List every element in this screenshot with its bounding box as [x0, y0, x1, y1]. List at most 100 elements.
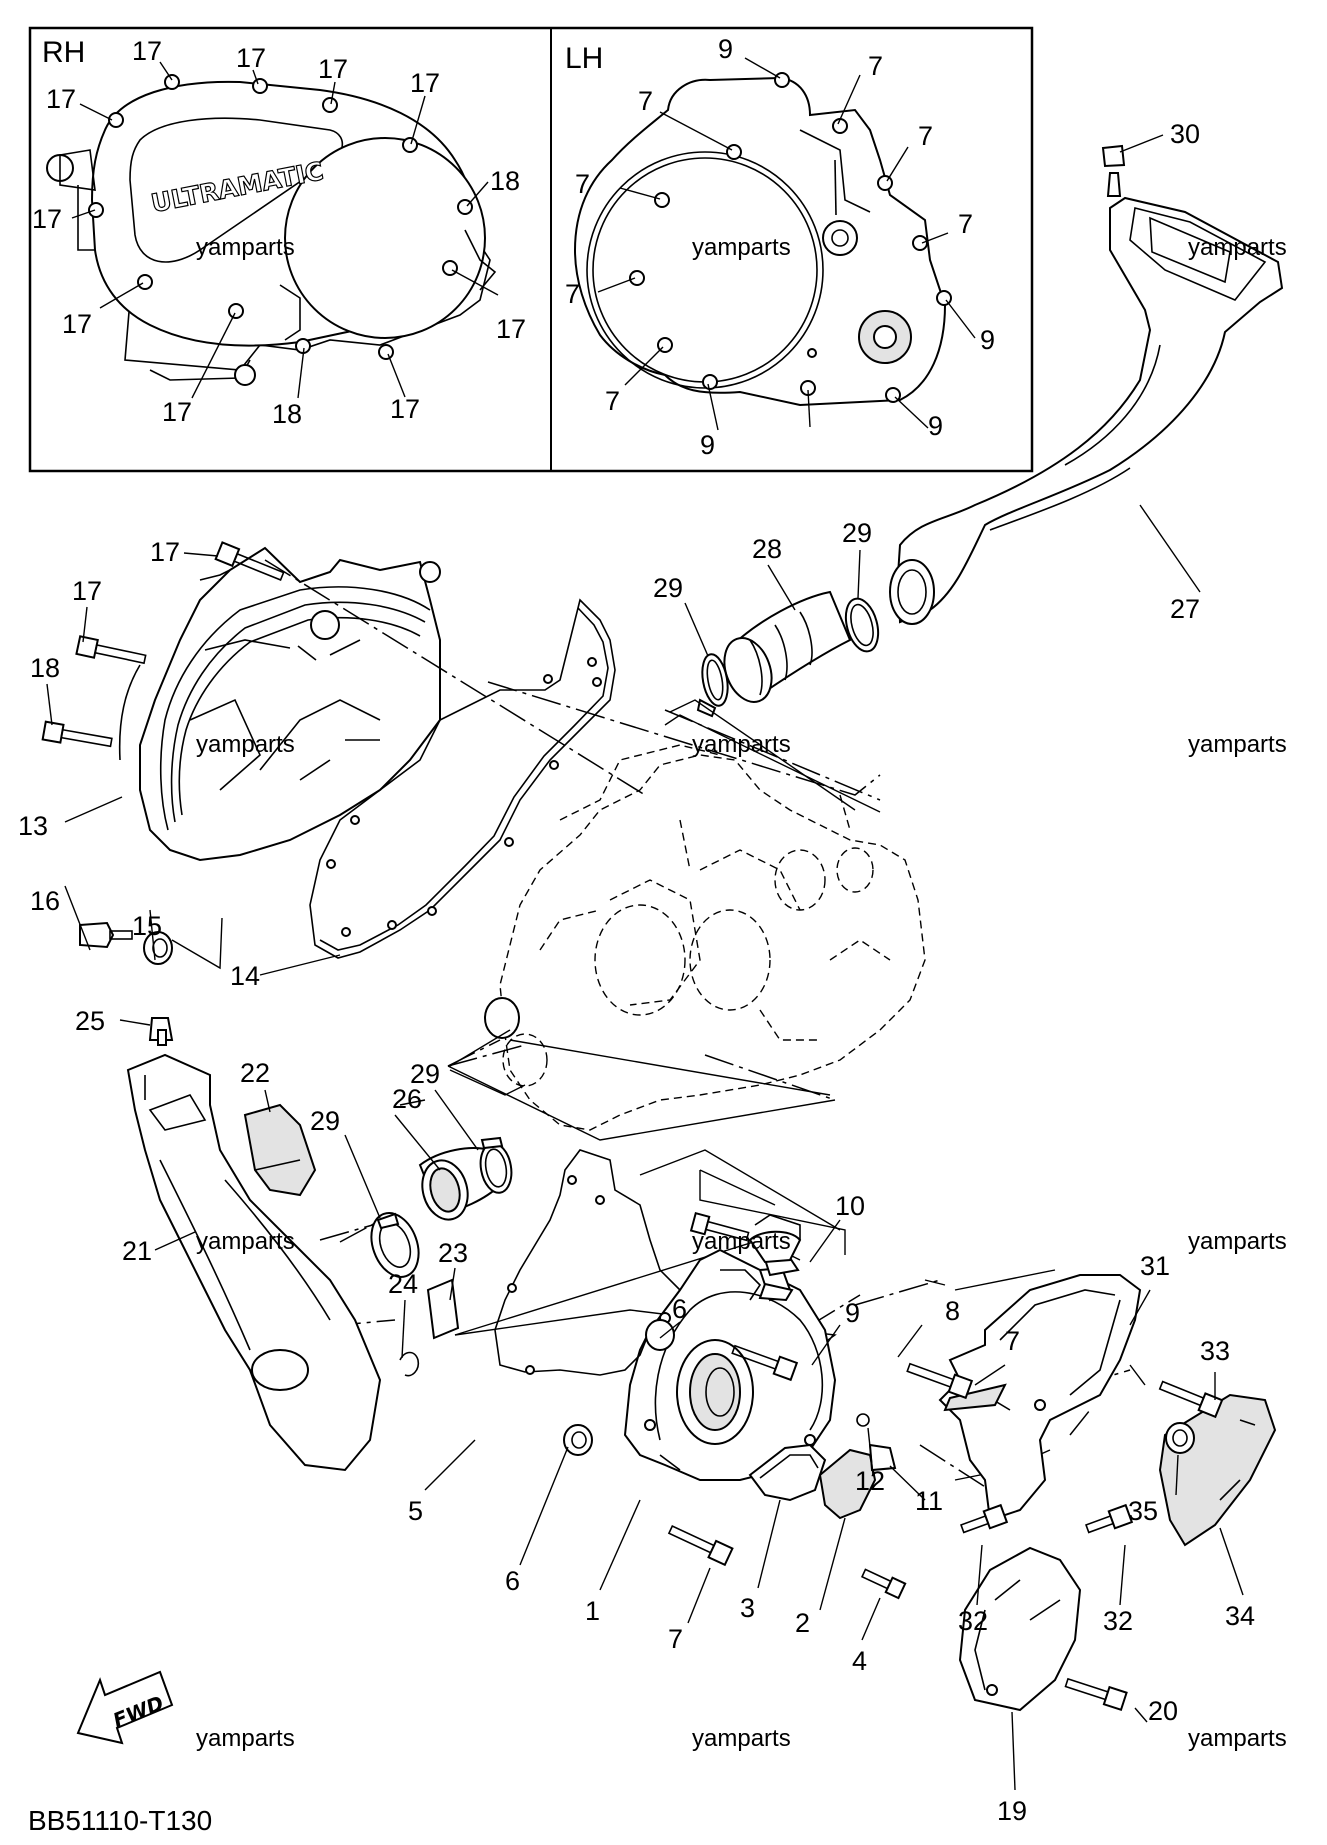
main-callouts: 30 27 29 28 29 17 17 18 13 16 15 14 25 2… — [18, 119, 1255, 1826]
callout: 32 — [1103, 1606, 1133, 1636]
watermark: yamparts — [1188, 731, 1287, 758]
watermark: yamparts — [692, 234, 791, 261]
lh-panel-label: LH — [565, 42, 603, 75]
callout: 29 — [310, 1106, 340, 1136]
fwd-arrow-icon: FWD — [76, 1670, 174, 1745]
clutch-cover-13 — [118, 546, 441, 862]
air-duct-lower — [126, 1053, 513, 1472]
callout: 34 — [1225, 1601, 1255, 1631]
watermark: yamparts — [1188, 234, 1287, 261]
rh-cover-inset-drawing: ULTRAMATIC — [46, 74, 497, 386]
rh-panel-label: RH — [42, 36, 85, 69]
callout: 29 — [842, 518, 872, 548]
callout: 33 — [1200, 1336, 1230, 1366]
watermark: yamparts — [692, 1228, 791, 1255]
callout: 17 — [46, 84, 76, 114]
callout: 7 — [918, 121, 933, 151]
main-leaders — [46, 134, 1244, 1791]
callout: 17 — [132, 36, 162, 66]
callout: 1 — [585, 1596, 600, 1626]
watermark: yamparts — [1188, 1725, 1287, 1752]
callout: 2 — [795, 1608, 810, 1638]
callout: 7 — [668, 1624, 683, 1654]
callout: 17 — [390, 394, 420, 424]
callout: 9 — [718, 34, 733, 64]
duct-joint-upper — [696, 590, 880, 718]
callout: 17 — [162, 397, 192, 427]
callout: 4 — [852, 1646, 867, 1676]
callout: 16 — [30, 886, 60, 916]
callout: 32 — [958, 1606, 988, 1636]
callout: 13 — [18, 811, 48, 841]
small-covers — [748, 1443, 877, 1520]
callout: 17 — [72, 576, 102, 606]
callout: 29 — [653, 573, 683, 603]
watermark: yamparts — [692, 731, 791, 758]
callout: 10 — [835, 1191, 865, 1221]
callout: 14 — [230, 961, 260, 991]
callout: 7 — [958, 209, 973, 239]
rh-callouts: 17 17 17 17 17 17 18 17 17 17 18 17 yamp… — [32, 36, 526, 429]
callout: 24 — [388, 1269, 418, 1299]
callout: 35 — [1128, 1496, 1158, 1526]
callout: 7 — [868, 51, 883, 81]
callout: 7 — [575, 169, 590, 199]
inset-frame — [28, 26, 1034, 473]
callout: 7 — [605, 386, 620, 416]
callout: 9 — [700, 430, 715, 460]
callout: 21 — [122, 1236, 152, 1266]
callout: 27 — [1170, 594, 1200, 624]
callout: 29 — [410, 1059, 440, 1089]
cap-19 — [958, 1546, 1082, 1712]
callout: 7 — [1005, 1326, 1020, 1356]
callout: 22 — [240, 1058, 270, 1088]
callout: 6 — [672, 1294, 687, 1324]
diagram-code: BB51110-T130 — [28, 1805, 212, 1836]
callout: 25 — [75, 1006, 105, 1036]
callout: 18 — [272, 399, 302, 429]
callout: 7 — [565, 279, 580, 309]
callout: 8 — [945, 1296, 960, 1326]
callout: 19 — [997, 1796, 1027, 1826]
watermark: yamparts — [692, 1725, 791, 1752]
callout: 30 — [1170, 119, 1200, 149]
callout: 26 — [392, 1084, 422, 1114]
callout: 28 — [752, 534, 782, 564]
watermark: yamparts — [1188, 1228, 1287, 1255]
air-duct-upper — [889, 144, 1284, 625]
watermark: yamparts — [196, 234, 295, 261]
watermark: yamparts — [196, 1725, 295, 1752]
callout: 3 — [740, 1593, 755, 1623]
belt-cover-31 — [938, 1274, 1142, 1522]
clutch-cover-circle — [284, 137, 486, 339]
callout: 7 — [638, 86, 653, 116]
callout: 12 — [855, 1466, 885, 1496]
callout: 17 — [236, 43, 266, 73]
callout: 15 — [132, 911, 162, 941]
gasket-14 — [309, 598, 616, 959]
callout: 17 — [150, 537, 180, 567]
callout: 17 — [32, 204, 62, 234]
callout: 31 — [1140, 1251, 1170, 1281]
callout: 17 — [496, 314, 526, 344]
callout: 18 — [490, 166, 520, 196]
callout: 6 — [505, 1566, 520, 1596]
callout: 23 — [438, 1238, 468, 1268]
watermarks: yamparts yamparts yamparts yamparts yamp… — [196, 234, 1287, 1752]
callout: 17 — [62, 309, 92, 339]
callout: 9 — [928, 411, 943, 441]
stator-cover-1 — [623, 1248, 837, 1481]
callout: 17 — [410, 68, 440, 98]
callout: 17 — [318, 54, 348, 84]
watermark: yamparts — [196, 1228, 295, 1255]
lh-callouts: 9 7 7 7 7 7 7 9 7 9 9 yamparts — [565, 34, 995, 460]
callout: 20 — [1148, 1696, 1178, 1726]
callout: 18 — [30, 653, 60, 683]
callout: 11 — [915, 1486, 943, 1516]
gasket-5 — [494, 1149, 682, 1376]
crankcase-dashed — [484, 744, 926, 1131]
lh-cover-inset-drawing — [573, 72, 952, 407]
callout: 9 — [980, 325, 995, 355]
callout: 9 — [845, 1298, 860, 1328]
